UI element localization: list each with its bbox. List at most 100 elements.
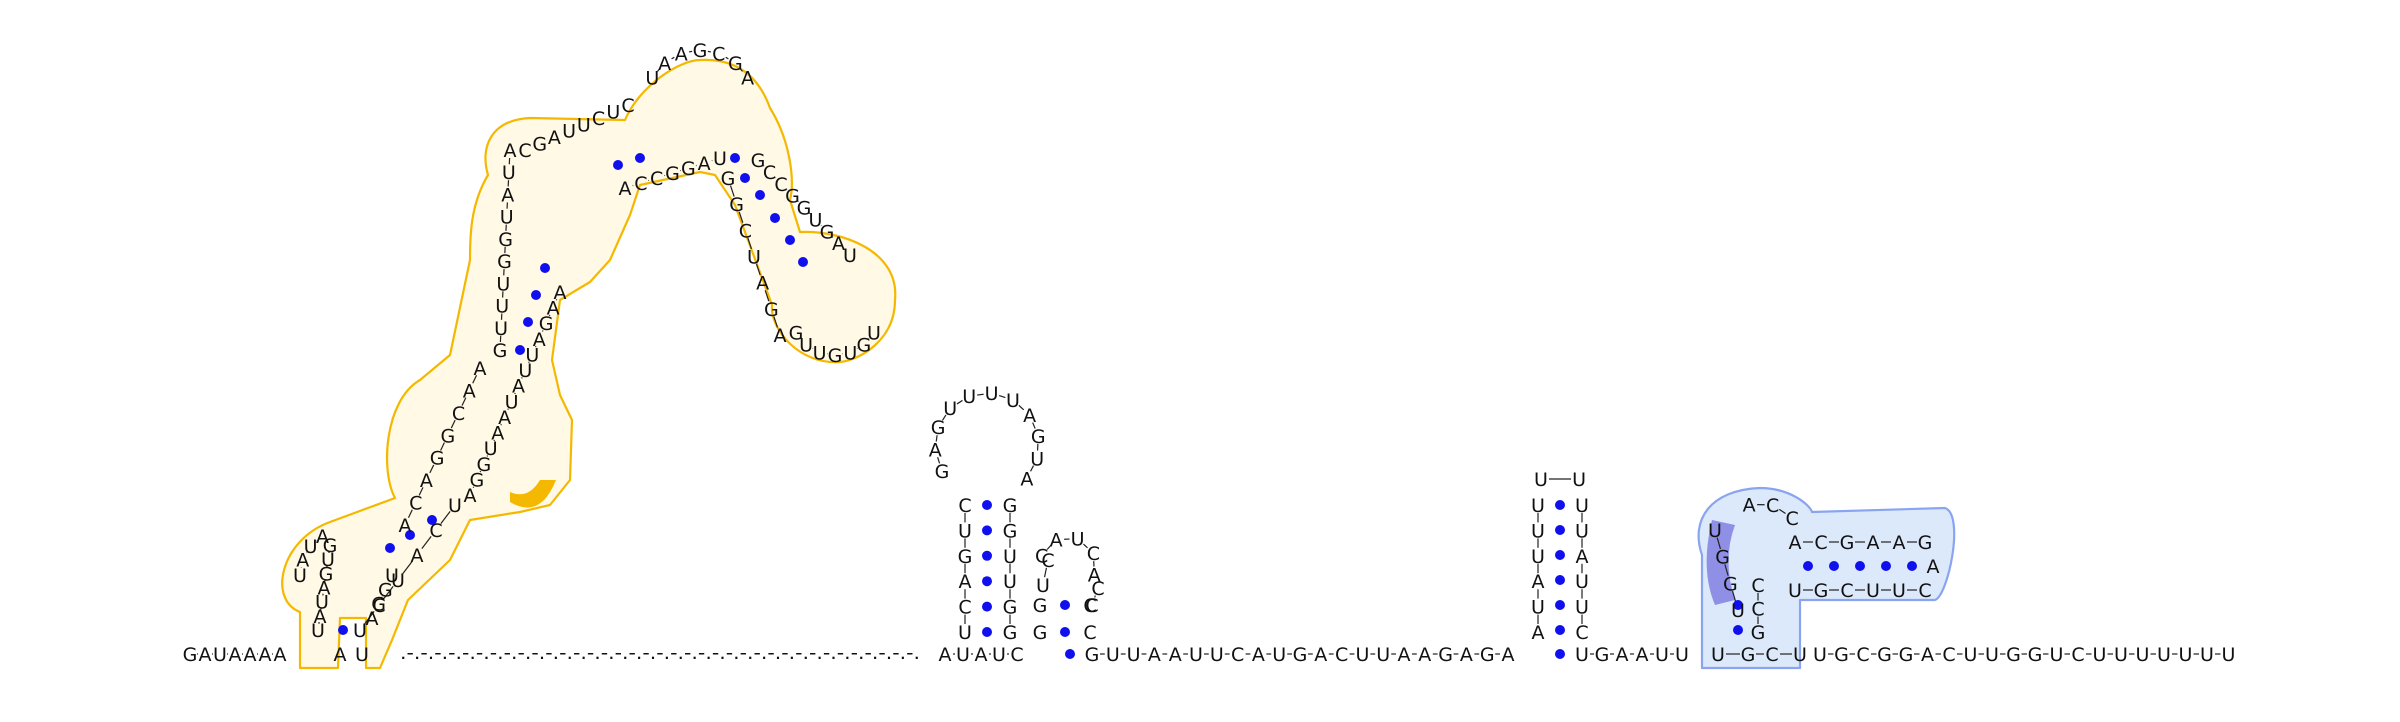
nucleotide: U <box>213 644 227 666</box>
nucleotide: C <box>2071 644 2084 666</box>
nucleotide: U <box>1071 529 1085 551</box>
nucleotide: A <box>504 140 517 162</box>
nucleotide: A <box>1616 644 1629 666</box>
nucleotide: A <box>316 526 329 548</box>
nucleotide: G <box>729 194 744 216</box>
nucleotide: C <box>1766 495 1779 517</box>
nucleotide: A <box>756 273 769 295</box>
nucleotide: U <box>2114 644 2128 666</box>
nucleotide: G <box>1003 495 1018 517</box>
nucleotide: G <box>931 417 946 439</box>
nucleotide: A <box>1460 644 1473 666</box>
backbone-link <box>708 51 711 52</box>
nucleotide: U <box>962 386 976 408</box>
nucleotide: U <box>2093 644 2107 666</box>
nucleotide: A <box>939 644 952 666</box>
base-pair-dot <box>1060 627 1070 637</box>
nucleotide: U <box>500 207 514 229</box>
nucleotide: A <box>619 178 632 200</box>
nucleotide: A <box>1789 532 1802 554</box>
nucleotide: U <box>1985 644 1999 666</box>
nucleotide: G <box>857 334 872 356</box>
nucleotide: A <box>1252 644 1265 666</box>
nucleotide: A <box>420 470 433 492</box>
nucleotide: U <box>1572 469 1586 491</box>
unpaired-gap: .-.-.-.-.-.-.-.-.-.-.-.-.-.-.-.-.-.-.-.-… <box>400 642 920 664</box>
nucleotide: C <box>1231 644 1244 666</box>
nucleotide: U <box>1531 495 1545 517</box>
base-pair-dot <box>613 160 623 170</box>
nucleotide: G <box>958 546 973 568</box>
base-pair-dot <box>1555 600 1565 610</box>
nucleotide: A <box>1867 532 1880 554</box>
nucleotide: C <box>1010 644 1023 666</box>
nucleotide: C <box>958 597 971 619</box>
nucleotide: A <box>1743 494 1756 516</box>
nucleotide: G <box>789 323 804 345</box>
nucleotide: C <box>650 168 663 190</box>
nucleotide: A <box>501 184 514 206</box>
base-pair-dot <box>338 625 348 635</box>
nucleotide: U <box>843 342 857 364</box>
nucleotide: U <box>1575 644 1589 666</box>
nucleotide: U <box>2157 644 2171 666</box>
nucleotide: C <box>1035 545 1048 567</box>
base-pair-dot <box>1803 561 1813 571</box>
backbone-link <box>999 396 1005 398</box>
nucleotide: U <box>2179 644 2193 666</box>
nucleotide: U <box>1127 644 1141 666</box>
nucleotide: A <box>411 545 424 567</box>
nucleotide: U <box>992 644 1006 666</box>
nucleotide: A <box>1050 530 1063 552</box>
nucleotide: C <box>1856 644 1869 666</box>
base-pair-dot <box>1555 550 1565 560</box>
nucleotide: C <box>1751 575 1764 597</box>
nucleotide: U <box>1534 469 1548 491</box>
base-pair-dot <box>385 543 395 553</box>
nucleotide: U <box>2200 644 2214 666</box>
base-pair-dot <box>982 627 992 637</box>
nucleotide: U <box>958 622 972 644</box>
nucleotide: A <box>1532 571 1545 593</box>
nucleotide: G <box>764 299 779 321</box>
base-pair-dot <box>1907 561 1917 571</box>
nucleotide: G <box>2006 644 2021 666</box>
nucleotide: C <box>518 140 531 162</box>
nucleotide: A <box>1636 644 1649 666</box>
nucleotide: G <box>1003 520 1018 542</box>
nucleotide: U <box>1355 644 1369 666</box>
nucleotide: U <box>1003 571 1017 593</box>
nucleotide: G <box>1293 644 1308 666</box>
nucleotide: U <box>577 114 591 136</box>
nucleotide: U <box>1210 644 1224 666</box>
nucleotide: C <box>1087 543 1100 565</box>
nucleotide: G <box>721 168 736 190</box>
nucleotide: U <box>713 148 727 170</box>
base-pair-dot <box>1555 625 1565 635</box>
region-a-outline <box>282 60 895 668</box>
nucleotide: C <box>1751 599 1764 621</box>
nucleotide: U <box>606 101 620 123</box>
nucleotide: U <box>985 383 999 405</box>
nucleotide: G <box>1834 644 1849 666</box>
base-pair-dot <box>1555 575 1565 585</box>
base-pair-dot <box>1555 525 1565 535</box>
nucleotide: G <box>828 345 843 367</box>
nucleotide: A <box>463 380 476 402</box>
nucleotide: G <box>1003 622 1018 644</box>
nucleotide: G <box>1741 644 1756 666</box>
nucleotide: G <box>1033 595 1048 617</box>
nucleotide: U <box>1892 580 1906 602</box>
nucleotide: A <box>929 440 942 462</box>
nucleotide: U <box>1531 597 1545 619</box>
nucleotide: U <box>943 398 957 420</box>
nucleotide: C <box>958 495 971 517</box>
nucleotide: U <box>1272 644 1286 666</box>
nucleotide: C <box>1083 622 1096 644</box>
nucleotide: G <box>1840 532 1855 554</box>
nucleotide: U <box>1964 644 1978 666</box>
nucleotide: G <box>183 644 198 666</box>
nucleotide: U <box>494 318 508 340</box>
nucleotide: U <box>1575 597 1589 619</box>
